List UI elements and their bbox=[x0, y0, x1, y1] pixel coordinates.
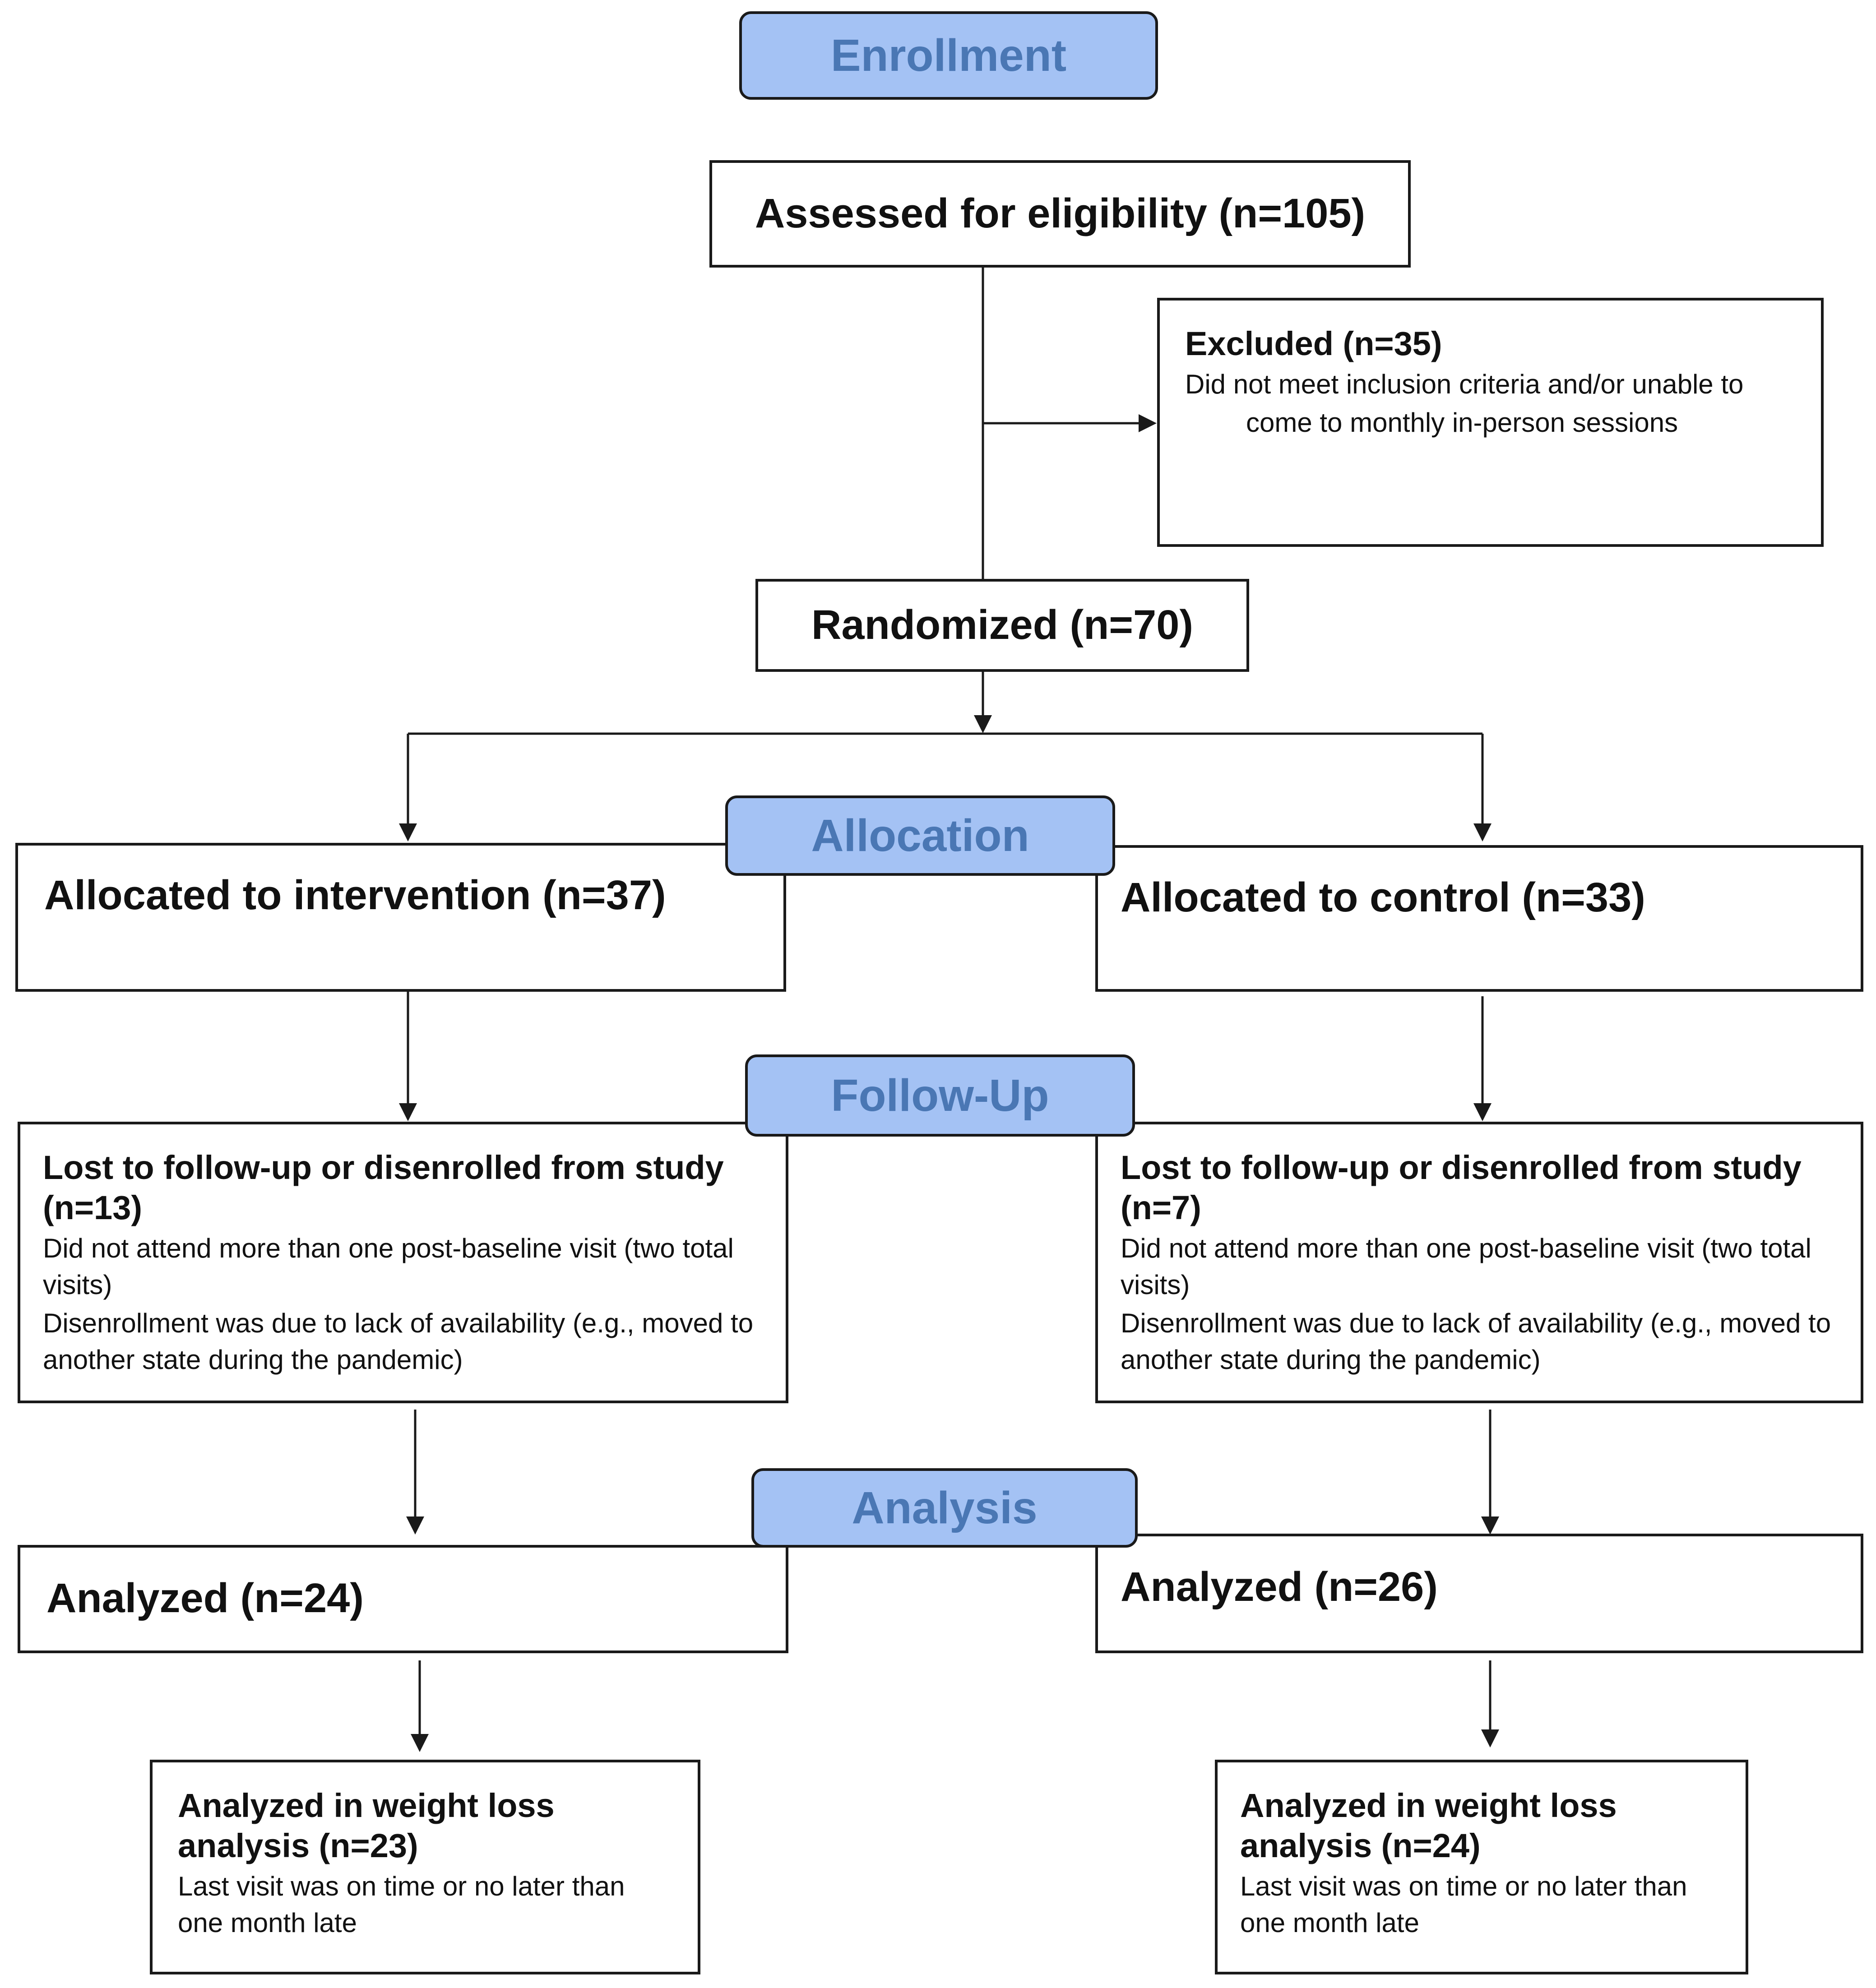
control-weight-body: Last visit was on time or no later than … bbox=[1240, 1871, 1687, 1938]
excluded-line-2: come to monthly in-person sessions bbox=[1246, 407, 1678, 438]
control-allocated-label: Allocated to control (n=33) bbox=[1121, 874, 1645, 920]
stage-analysis: Analysis bbox=[751, 1468, 1138, 1548]
intervention-lost-line-2: Disenrollment was due to lack of availab… bbox=[43, 1308, 754, 1375]
intervention-weight-body: Last visit was on time or no later than … bbox=[178, 1871, 625, 1938]
stage-follow-up: Follow-Up bbox=[745, 1054, 1135, 1137]
stage-enrollment-label: Enrollment bbox=[830, 30, 1067, 81]
intervention-weight-title: Analyzed in weight loss analysis (n=23) bbox=[178, 1787, 555, 1864]
control-lost-line-2: Disenrollment was due to lack of availab… bbox=[1121, 1308, 1831, 1375]
randomized-box: Randomized (n=70) bbox=[755, 579, 1249, 672]
intervention-lost-line-1: Did not attend more than one post-baseli… bbox=[43, 1233, 734, 1300]
assessed-box: Assessed for eligibility (n=105) bbox=[709, 160, 1411, 268]
control-lost-box: Lost to follow-up or disenrolled from st… bbox=[1095, 1122, 1863, 1403]
excluded-line-1: Did not meet inclusion criteria and/or u… bbox=[1185, 369, 1744, 399]
control-lost-title: Lost to follow-up or disenrolled from st… bbox=[1121, 1149, 1802, 1226]
stage-enrollment: Enrollment bbox=[739, 11, 1158, 100]
excluded-box: Excluded (n=35) Did not meet inclusion c… bbox=[1157, 298, 1824, 547]
control-allocated-box: Allocated to control (n=33) bbox=[1095, 845, 1863, 992]
stage-follow-up-label: Follow-Up bbox=[831, 1070, 1049, 1121]
intervention-allocated-box: Allocated to intervention (n=37) bbox=[15, 843, 786, 992]
intervention-allocated-label: Allocated to intervention (n=37) bbox=[44, 872, 666, 918]
control-weight-title: Analyzed in weight loss analysis (n=24) bbox=[1240, 1787, 1617, 1864]
excluded-title: Excluded (n=35) bbox=[1185, 325, 1442, 362]
intervention-analyzed-box: Analyzed (n=24) bbox=[18, 1545, 788, 1653]
assessed-label: Assessed for eligibility (n=105) bbox=[755, 190, 1366, 237]
intervention-lost-title: Lost to follow-up or disenrolled from st… bbox=[43, 1149, 724, 1226]
intervention-lost-box: Lost to follow-up or disenrolled from st… bbox=[18, 1122, 788, 1403]
randomized-label: Randomized (n=70) bbox=[811, 602, 1193, 648]
control-weight-box: Analyzed in weight loss analysis (n=24) … bbox=[1215, 1760, 1748, 1974]
stage-allocation: Allocation bbox=[725, 795, 1115, 876]
control-lost-line-1: Did not attend more than one post-baseli… bbox=[1121, 1233, 1811, 1300]
stage-analysis-label: Analysis bbox=[852, 1482, 1038, 1533]
control-analyzed-label: Analyzed (n=26) bbox=[1121, 1564, 1438, 1610]
control-analyzed-box: Analyzed (n=26) bbox=[1095, 1534, 1863, 1653]
intervention-analyzed-label: Analyzed (n=24) bbox=[46, 1575, 364, 1621]
intervention-weight-box: Analyzed in weight loss analysis (n=23) … bbox=[150, 1760, 700, 1974]
stage-allocation-label: Allocation bbox=[811, 810, 1029, 861]
